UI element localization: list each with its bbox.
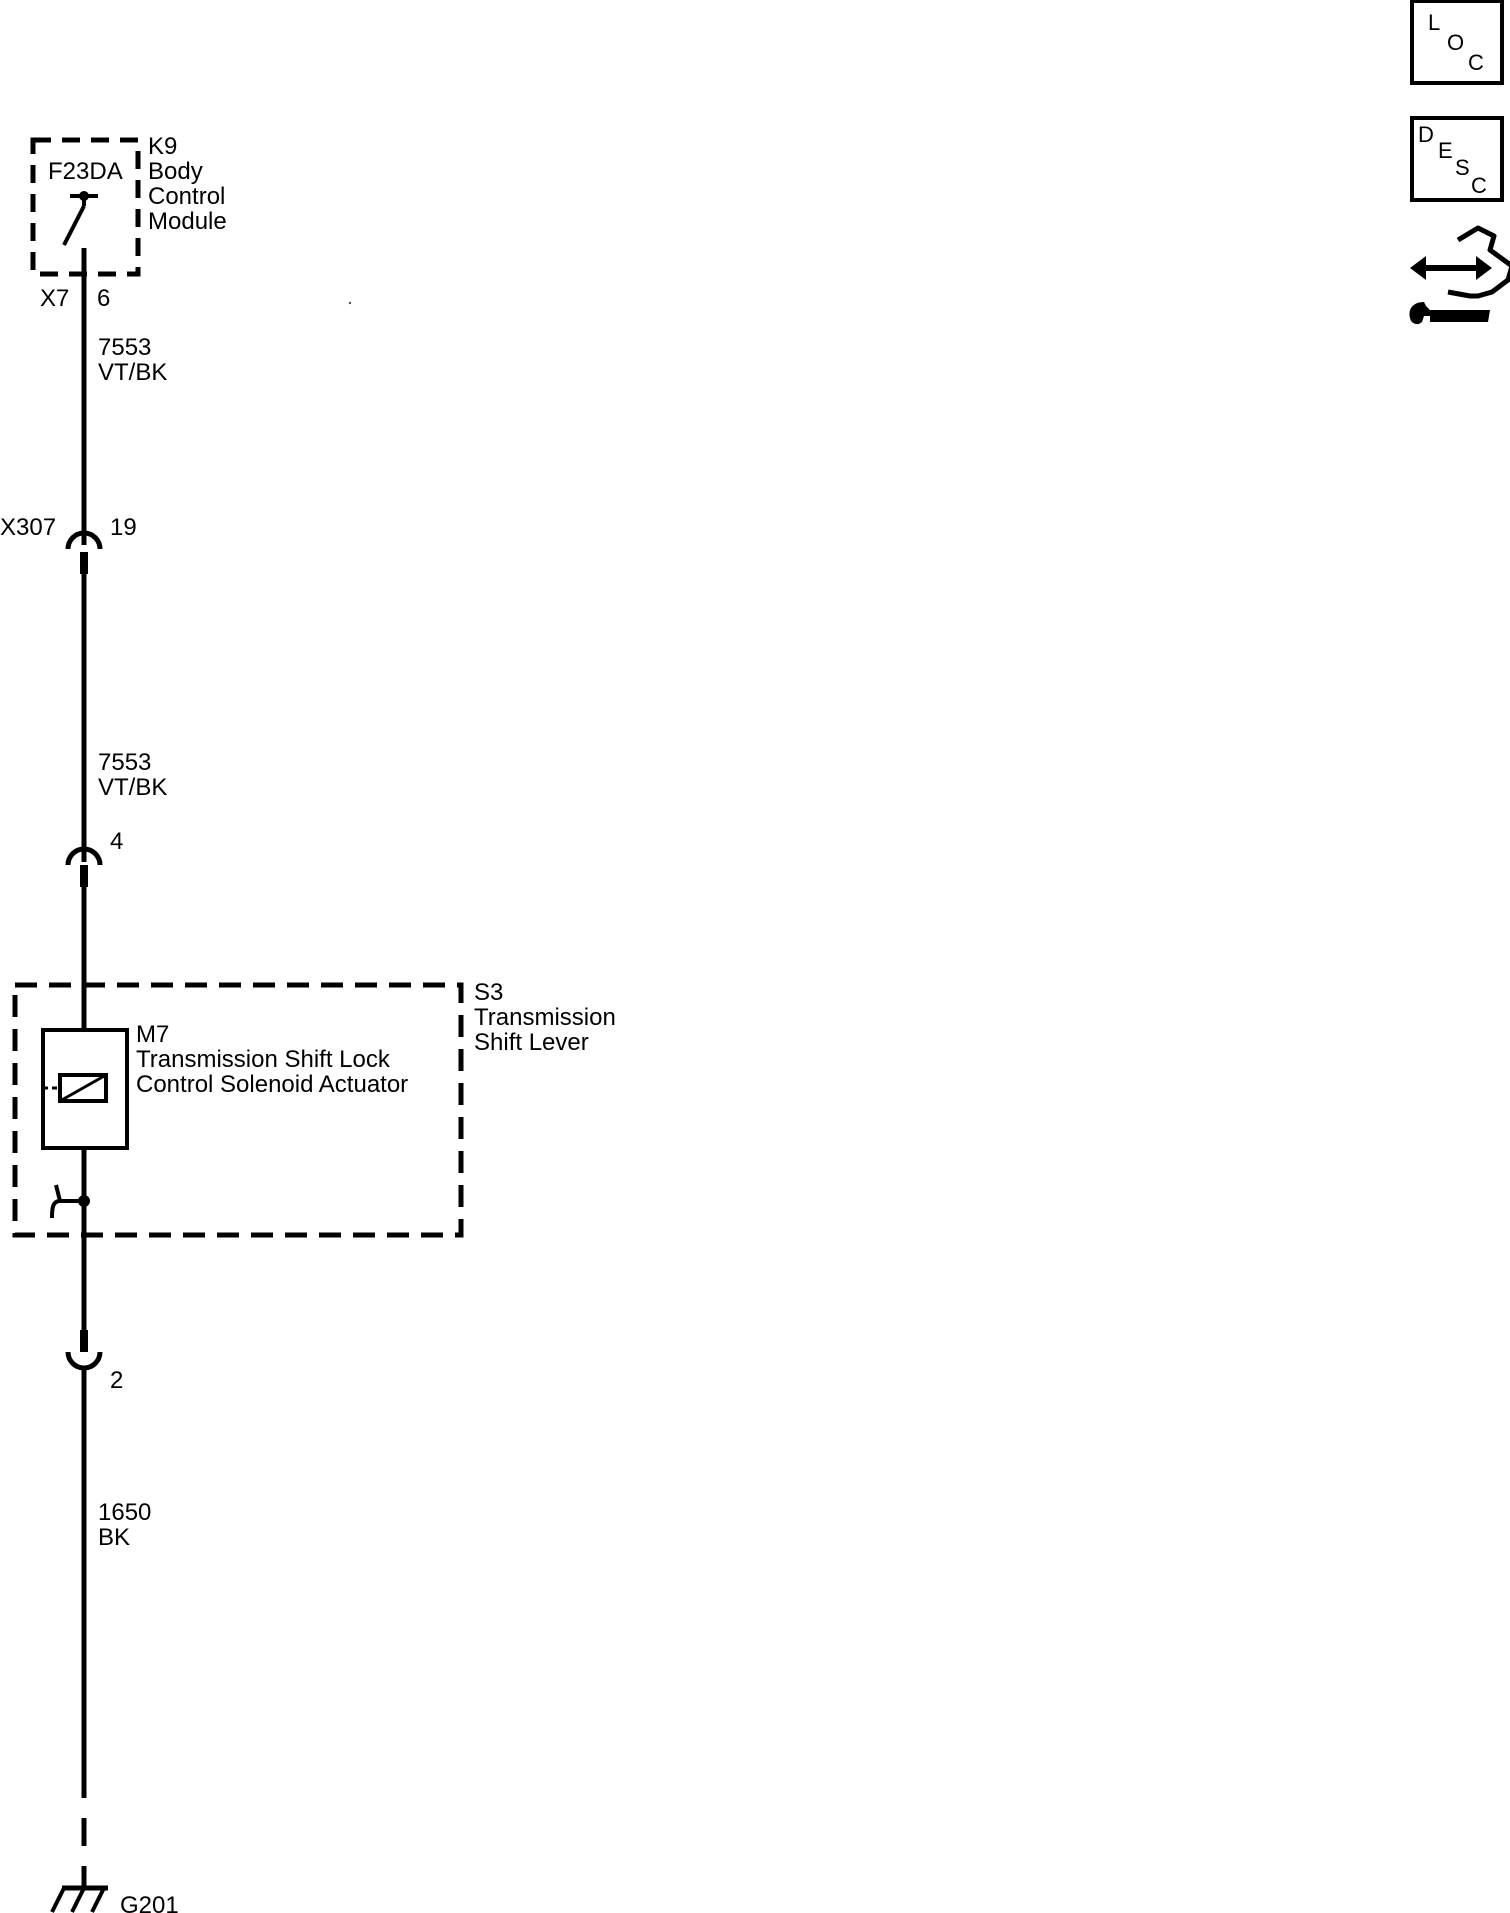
lever-output-pin-label: 2 (110, 1367, 123, 1394)
solenoid-ref: M7 (136, 1021, 169, 1048)
solenoid-name-line-1: Transmission Shift Lock (136, 1046, 391, 1073)
connector-repair-wrench (1409, 302, 1490, 325)
connector-repair-icon[interactable] (1409, 225, 1510, 325)
lever-output-connector (65, 1351, 103, 1371)
inline-connector-x307[interactable]: X307 19 (0, 514, 137, 574)
wire-lower-color: BK (98, 1524, 130, 1551)
description-icon-frame (1410, 116, 1504, 202)
bcm-name-line-2: Control (148, 183, 225, 210)
bcm-ref-label: K9 (148, 133, 177, 160)
wire-middle-label: 7553 VT/BK (98, 749, 167, 801)
wire-upper-color: VT/BK (98, 359, 167, 386)
wire-middle-circuit: 7553 (98, 749, 151, 776)
body-control-module[interactable]: F23DA K9 Body Control Module X7 6 (30, 133, 227, 312)
solenoid-coil-diagonal (59, 1073, 107, 1103)
bcm-name-line-1: Body (148, 158, 203, 185)
ground-hatch-2 (70, 1887, 86, 1913)
ground-hatch-1 (50, 1887, 66, 1913)
wire-lower-label: 1650 BK (98, 1499, 151, 1551)
wire-upper-label: 7553 VT/BK (98, 334, 167, 386)
lever-input-connector (65, 846, 103, 866)
lever-input-pin-label: 4 (110, 828, 123, 855)
shift-lock-solenoid[interactable]: M7 Transmission Shift Lock Control Solen… (41, 1021, 408, 1150)
x307-ref-label: X307 (0, 514, 56, 541)
location-icon-letter-c: C (1468, 50, 1484, 75)
ground-hatch-3 (90, 1887, 106, 1913)
connector-repair-hand (1447, 225, 1510, 299)
lever-output-pin-block (80, 1330, 88, 1352)
shift-lever-name-line-1: Transmission (474, 1004, 616, 1031)
ground-g201[interactable]: G201 (50, 1885, 179, 1913)
lever-splice-node (78, 1195, 90, 1207)
description-icon-letter-e: E (1438, 138, 1453, 163)
location-icon-letter-l: L (1428, 10, 1440, 35)
transmission-shift-lever[interactable]: 4 S3 Transmission Shift Lever M7 Transmi… (12, 828, 616, 1394)
bcm-pin-label: 6 (97, 285, 110, 312)
shift-lever-ref: S3 (474, 979, 503, 1006)
bcm-switch-blade (62, 205, 86, 246)
bcm-connector-label: X7 (40, 285, 69, 312)
wire-upper-circuit: 7553 (98, 334, 151, 361)
wire-lower-circuit: 1650 (98, 1499, 151, 1526)
connector-repair-arrow-right (1476, 256, 1492, 280)
description-icon-letter-s: S (1455, 155, 1470, 180)
location-icon-frame (1410, 0, 1504, 85)
x307-pin-block (80, 552, 88, 574)
location-icon-letter-o: O (1447, 30, 1464, 55)
shift-lever-dashed-outline (12, 982, 464, 1238)
shift-lever-name-line-2: Shift Lever (474, 1029, 589, 1056)
description-icon[interactable]: D E S C (1410, 116, 1504, 202)
ground-ref-label: G201 (120, 1892, 179, 1913)
stray-mark (348, 301, 352, 305)
solenoid-name-line-2: Control Solenoid Actuator (136, 1071, 408, 1098)
solenoid-coil (58, 1073, 108, 1103)
connector-repair-arrow-left (1410, 256, 1426, 280)
bcm-name-line-3: Module (148, 208, 227, 235)
description-icon-letter-c: C (1471, 173, 1487, 198)
wire-middle-color: VT/BK (98, 774, 167, 801)
x307-pin-label: 19 (110, 514, 137, 541)
x307-connector-symbol (65, 530, 103, 550)
location-icon[interactable]: L O C (1410, 0, 1504, 85)
bcm-fuse-label: F23DA (48, 158, 123, 185)
description-icon-letter-d: D (1418, 122, 1434, 147)
lever-internal-splice (50, 1184, 84, 1219)
lever-input-pin-block (80, 865, 88, 887)
